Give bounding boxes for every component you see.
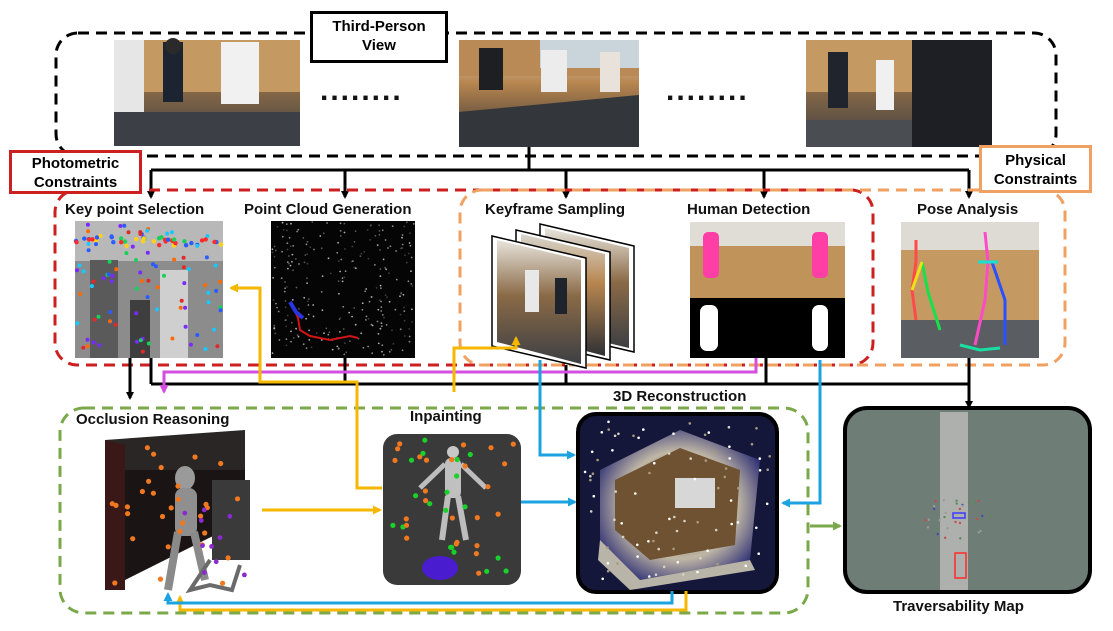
human-detection-label: Human Detection bbox=[687, 201, 811, 218]
traversability-map-label: Traversability Map bbox=[893, 598, 1024, 615]
physical-constraints-label: Physical Constraints bbox=[979, 145, 1092, 193]
keypoint-selection-label: Key point Selection bbox=[65, 201, 205, 218]
video-frame-3 bbox=[806, 40, 992, 147]
photometric-constraints-label: Photometric Constraints bbox=[9, 150, 142, 194]
occlusion-reasoning-label: Occlusion Reasoning bbox=[76, 411, 230, 428]
point-cloud-generation-label: Point Cloud Generation bbox=[244, 201, 412, 218]
occlusion-image bbox=[105, 430, 250, 594]
third-person-view-label: Third-Person View bbox=[310, 11, 448, 63]
traversability-map-image bbox=[843, 406, 1092, 594]
reconstruction-3d-label: 3D Reconstruction bbox=[610, 388, 750, 405]
physical-group bbox=[458, 188, 1067, 367]
pose-analysis-label: Pose Analysis bbox=[917, 201, 1019, 218]
reconstruction-image bbox=[576, 412, 779, 594]
third-person-view-group bbox=[54, 31, 1058, 158]
green-processing-group bbox=[58, 406, 810, 615]
inpainting-label: Inpainting bbox=[410, 408, 482, 425]
keyframe-stack bbox=[491, 223, 635, 369]
ellipsis-left: ........ bbox=[320, 74, 403, 107]
inpainting-image bbox=[383, 434, 521, 585]
human-detection-image bbox=[690, 222, 845, 358]
keypoint-image bbox=[73, 221, 224, 358]
ellipsis-right: ........ bbox=[666, 74, 749, 107]
video-frame-2 bbox=[459, 40, 639, 147]
pose-analysis-image bbox=[901, 222, 1039, 358]
point-cloud-image bbox=[271, 221, 415, 358]
keyframe-sampling-label: Keyframe Sampling bbox=[485, 201, 626, 218]
video-frame-1 bbox=[114, 38, 300, 146]
photometric-group bbox=[53, 188, 875, 367]
